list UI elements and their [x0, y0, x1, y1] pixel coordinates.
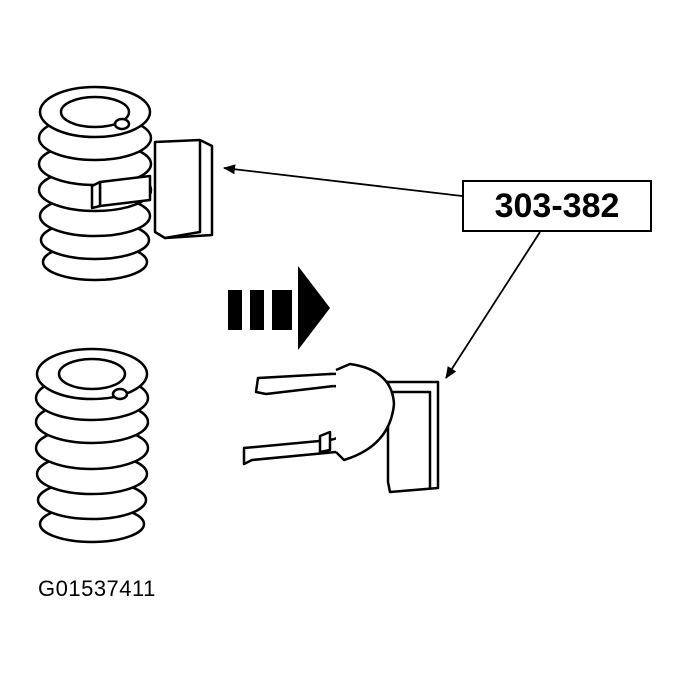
spring-compressor-tool — [242, 362, 440, 494]
leader-line-upper — [223, 164, 463, 197]
tool-number-callout: 303-382 — [462, 180, 652, 232]
leader-line-lower — [445, 231, 541, 379]
figure-id-label: G01537411 — [38, 576, 156, 601]
installed-compressor-tool — [90, 138, 214, 240]
direction-arrow-icon — [228, 266, 330, 350]
lower-coil-spring — [34, 347, 150, 544]
tool-number-label: 303-382 — [494, 186, 620, 225]
